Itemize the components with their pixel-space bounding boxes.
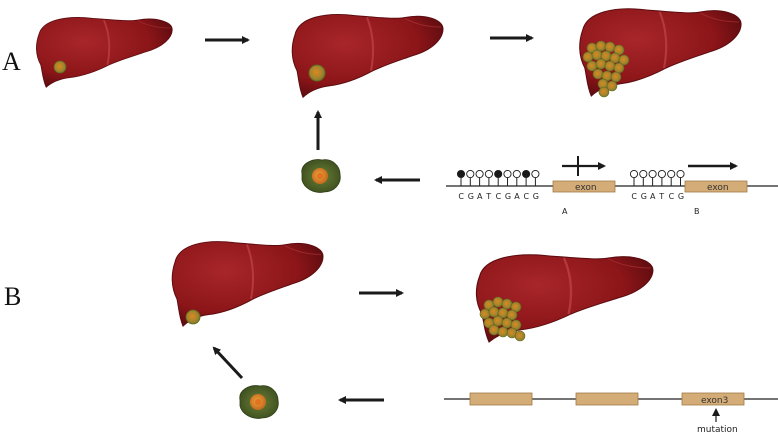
unmethylated-cpg-marker	[503, 169, 512, 179]
unmethylated-cpg-marker	[512, 169, 521, 179]
sequence-base: G	[641, 192, 647, 201]
sequence-base: C	[496, 192, 502, 201]
sequence-base: A	[514, 192, 520, 201]
unmethylated-cpg-marker	[466, 169, 475, 179]
unmethylated-cpg-marker	[676, 169, 685, 179]
exon-a-box	[552, 180, 616, 193]
methylated-cpg-marker	[522, 169, 531, 179]
unmethylated-cpg-marker	[531, 169, 540, 179]
exon-3-box	[681, 392, 745, 406]
exon-1-box	[469, 392, 533, 406]
sequence-base: A	[650, 192, 656, 201]
unmethylated-cpg-marker	[648, 169, 657, 179]
exon-a-label: exon	[575, 183, 597, 193]
unmethylated-cpg-marker	[484, 169, 493, 179]
methylated-cpg-marker	[494, 169, 503, 179]
arrow-implant-diagonal	[212, 346, 244, 380]
implanted-nodule	[308, 64, 326, 82]
exon-b-box	[684, 180, 748, 193]
sequence-base: G	[533, 192, 539, 201]
sequence-base: A	[477, 192, 483, 201]
small-nodule	[53, 60, 67, 74]
sequence-base: C	[669, 192, 675, 201]
exon-b-label: exon	[707, 183, 729, 193]
unmethylated-cpg-marker	[629, 169, 639, 179]
unmethylated-cpg-marker	[667, 169, 676, 179]
sequence-base: T	[485, 192, 491, 201]
sequence-base: T	[658, 192, 664, 201]
sequence-base: G	[678, 192, 684, 201]
exon3-label: exon3	[701, 396, 728, 406]
tumor-cell-b	[239, 385, 279, 419]
sequence-base: C	[458, 192, 464, 201]
implanted-nodule-b	[185, 309, 201, 325]
methylated-cpg-marker	[456, 169, 466, 179]
panel-a-letter: A	[2, 47, 21, 76]
exon-2-box	[575, 392, 639, 406]
unmethylated-cpg-marker	[657, 169, 666, 179]
liver-early-lesion	[35, 16, 174, 89]
sequence-base: C	[631, 192, 637, 201]
site-a-label: A	[562, 207, 568, 216]
panel-b-letter: B	[4, 282, 21, 311]
unmethylated-cpg-marker	[475, 169, 484, 179]
unmethylated-cpg-marker	[639, 169, 648, 179]
sequence-base: G	[505, 192, 511, 201]
liver-implanted-cell	[291, 13, 444, 99]
tumor-cell-a	[301, 159, 341, 193]
sequence-base: C	[524, 192, 530, 201]
mutation-label: mutation	[697, 425, 738, 433]
site-b-label: B	[694, 207, 700, 216]
sequence-base: G	[468, 192, 474, 201]
